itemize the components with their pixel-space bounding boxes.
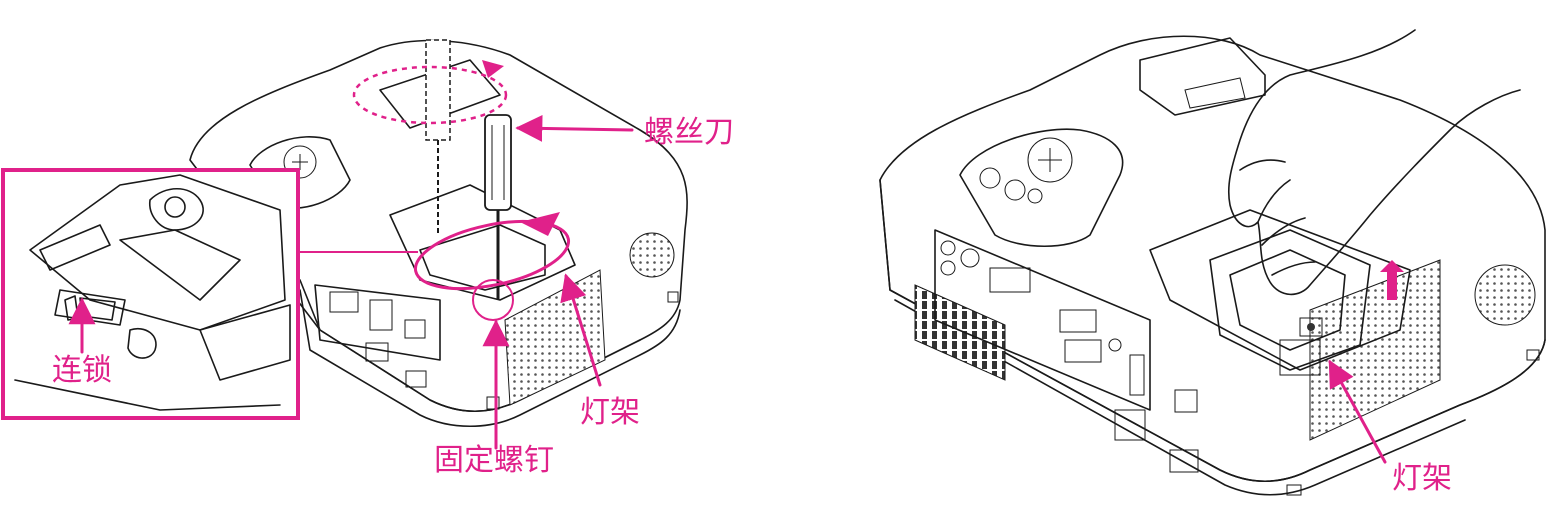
label-lamp-housing-right: 灯架 [1392, 461, 1452, 496]
label-lamp-housing-left: 灯架 [580, 395, 640, 430]
right-projector [880, 36, 1545, 495]
interlock-inset [3, 170, 298, 418]
hand-icon [1229, 30, 1520, 294]
screwdriver-leader [518, 128, 632, 130]
rotation-arrow-icon [354, 60, 575, 301]
label-interlock: 连锁 [52, 353, 112, 388]
label-fixing-screw: 固定螺钉 [434, 443, 554, 478]
label-screwdriver: 螺丝刀 [644, 115, 734, 150]
screwdriver-icon [426, 40, 511, 300]
